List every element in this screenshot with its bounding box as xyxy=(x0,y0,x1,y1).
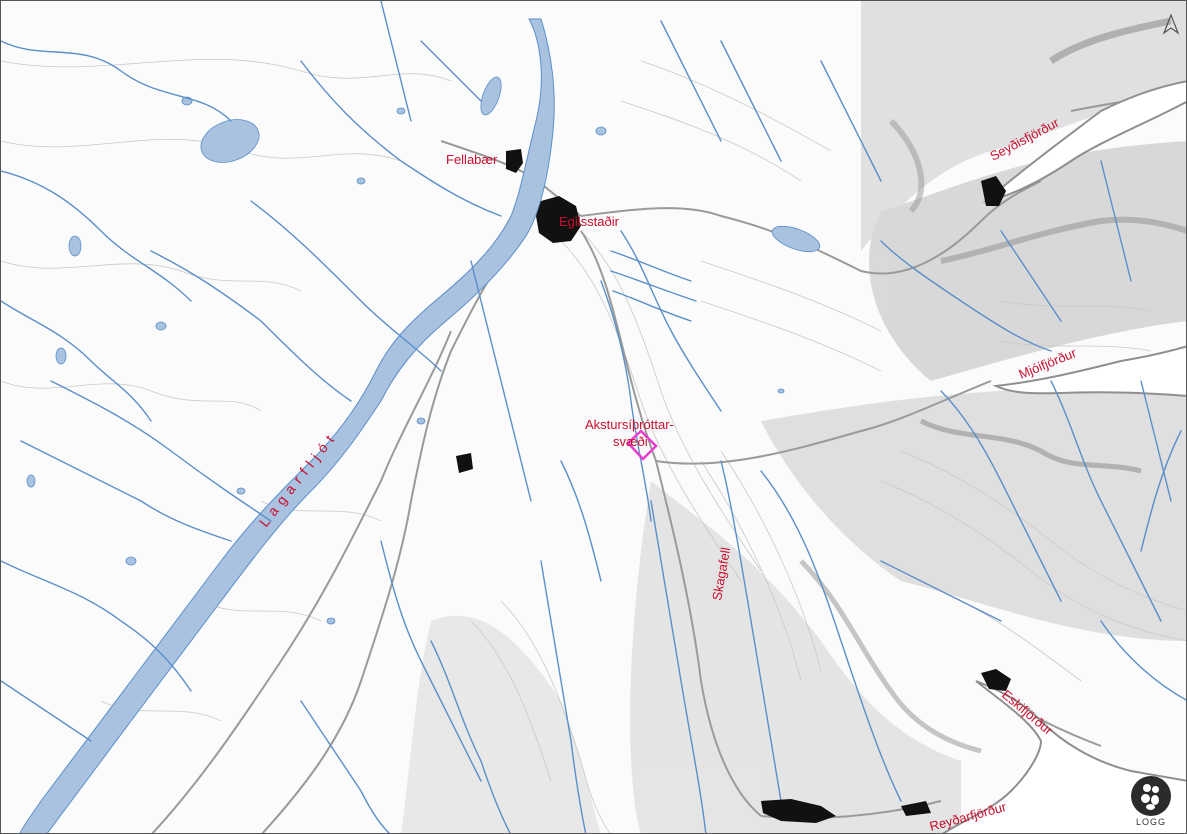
small-lakes xyxy=(26,76,821,625)
motorsport-area-marker[interactable] xyxy=(626,429,658,461)
reydarfjordur-urban xyxy=(761,799,836,823)
terrain-shading xyxy=(401,1,1186,833)
label-eskifjordur: Eskifjörður xyxy=(999,687,1056,738)
logg-logo: LOGG xyxy=(1128,776,1174,827)
logg-logo-text: LOGG xyxy=(1135,817,1166,827)
eskifjordur-urban xyxy=(981,669,1011,691)
fjords xyxy=(942,80,1186,833)
label-aksturs-line1: Akstursíþróttar- xyxy=(585,417,674,432)
logg-logo-icon xyxy=(1131,776,1171,816)
label-aksturs-line2: svæði xyxy=(613,434,648,449)
seydisfjordur-urban xyxy=(981,176,1006,206)
lagarfljot-lake xyxy=(19,18,555,833)
label-lagarfljot: Lagarfljót xyxy=(256,427,341,530)
north-arrow-icon xyxy=(1162,13,1180,35)
label-egilsstadir: Egilsstaðir xyxy=(559,214,620,229)
egilsstadir-urban xyxy=(536,196,581,243)
label-fellabaer: Fellabær xyxy=(446,152,498,167)
contour-lines xyxy=(1,59,1186,833)
urban-areas xyxy=(456,149,1011,823)
fellabaer-urban xyxy=(506,149,523,173)
